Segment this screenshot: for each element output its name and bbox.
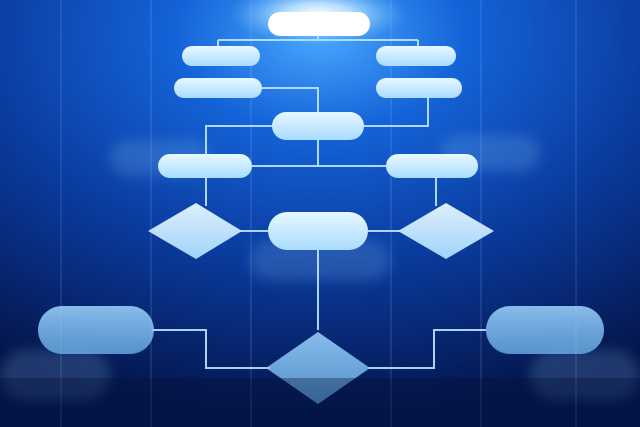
decision-right bbox=[398, 203, 494, 259]
decision-left bbox=[148, 203, 242, 259]
node-mid bbox=[268, 212, 368, 250]
node-right-2 bbox=[376, 78, 462, 98]
background-vertical-stripes bbox=[60, 0, 577, 427]
node-left-1 bbox=[182, 46, 260, 66]
node-bottom-left bbox=[38, 306, 154, 354]
connector-bottom-right bbox=[368, 329, 486, 369]
floor-shadow bbox=[0, 378, 640, 427]
decision-bottom bbox=[266, 332, 370, 404]
node-right-1 bbox=[376, 46, 456, 66]
node-bottom-right bbox=[486, 306, 604, 354]
node-right-3 bbox=[386, 154, 478, 178]
flowchart-nodes bbox=[38, 12, 604, 404]
connector-bottom-left bbox=[152, 329, 270, 369]
connector-center-to-left bbox=[205, 125, 272, 160]
node-top bbox=[268, 12, 370, 36]
node-center bbox=[272, 112, 364, 140]
background-echo-shapes bbox=[0, 135, 640, 400]
node-left-2 bbox=[174, 78, 262, 98]
node-left-3 bbox=[158, 154, 252, 178]
